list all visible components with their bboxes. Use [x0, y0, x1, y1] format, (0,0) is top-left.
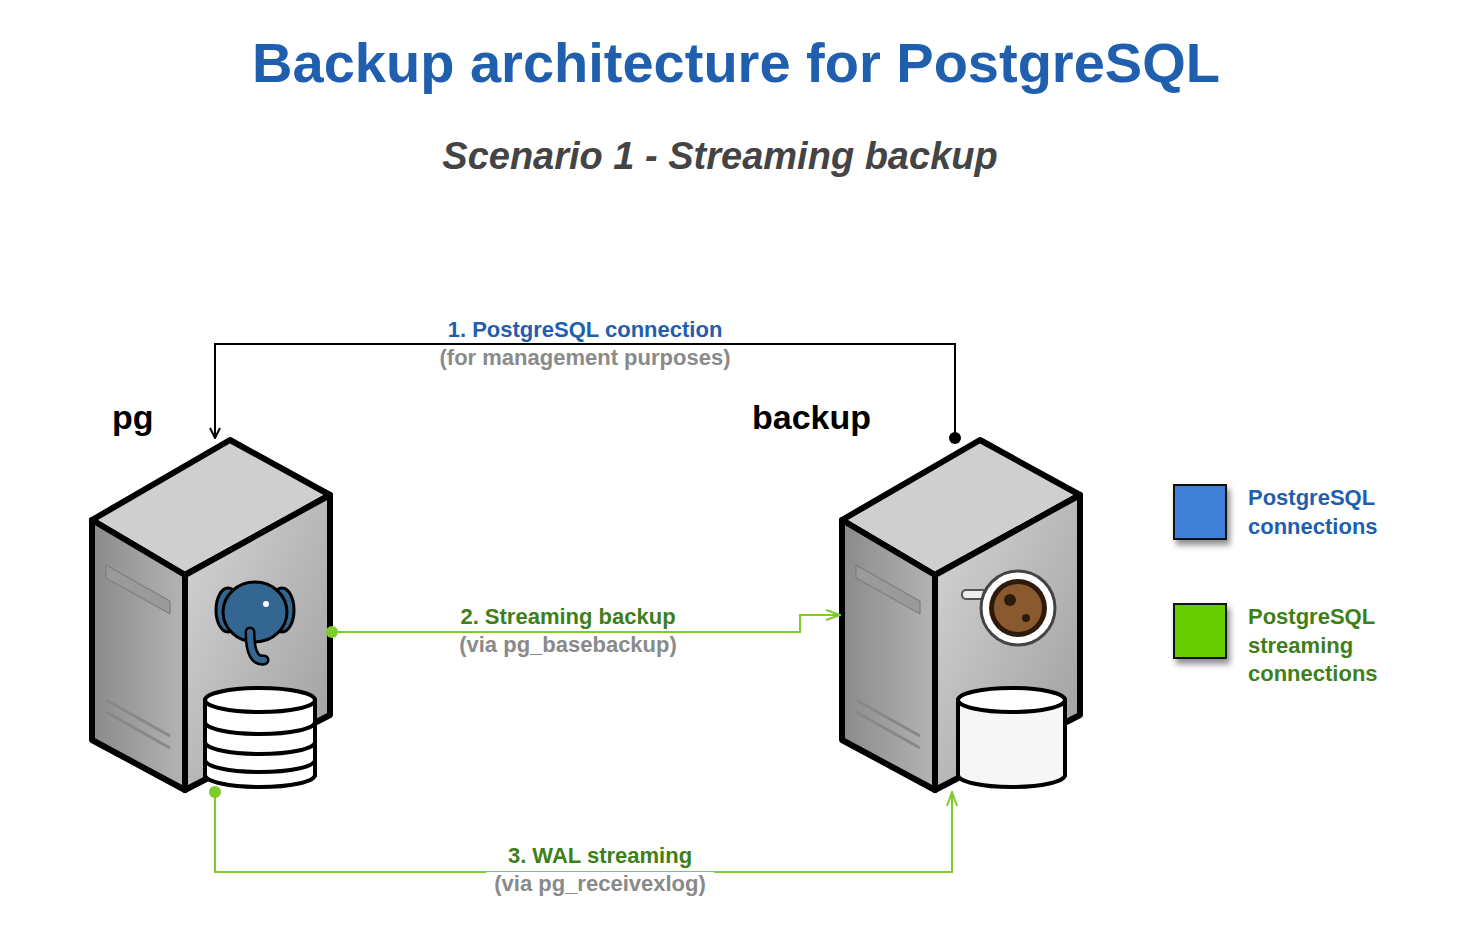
server-figure	[92, 440, 330, 790]
server-front	[92, 520, 185, 790]
server-side	[935, 495, 1080, 790]
server-node: pg	[90, 438, 332, 792]
edge-label: 2. Streaming backup	[452, 605, 683, 629]
server-figure	[842, 440, 1080, 790]
coffee-crema	[994, 584, 1042, 632]
title: Backup architecture for PostgreSQL	[0, 32, 1472, 94]
elephant-eye	[263, 601, 269, 607]
edge-note: (via pg_basebackup)	[451, 633, 685, 657]
coffee-cup	[981, 571, 1055, 645]
server-node: backup	[840, 438, 1082, 792]
db-top	[205, 688, 315, 712]
server-front	[842, 520, 935, 790]
server-name: backup	[752, 400, 871, 434]
connectors	[215, 344, 955, 872]
connector	[215, 344, 955, 438]
vent-line	[106, 712, 170, 748]
connector	[215, 792, 952, 872]
db-disc	[205, 760, 315, 772]
elephant-trunk	[250, 632, 264, 660]
server-side	[185, 495, 330, 790]
legend-swatch	[1173, 484, 1227, 540]
edge-label: 3. WAL streaming	[500, 844, 700, 868]
legend-text: PostgreSQL connections	[1248, 484, 1408, 541]
server-name: pg	[112, 400, 154, 434]
db-disc	[205, 742, 315, 754]
edge-note: (for management purposes)	[432, 346, 739, 370]
vent-line	[856, 712, 920, 748]
db-disc	[205, 722, 315, 734]
coffee	[989, 579, 1047, 637]
edge-label: 1. PostgreSQL connection	[440, 318, 731, 342]
edge-note: (via pg_receivexlog)	[486, 872, 714, 896]
legend-text: PostgreSQL streaming connections	[1248, 603, 1408, 689]
elephant-trunk	[250, 632, 264, 660]
legend-swatch	[1173, 603, 1227, 659]
drive-slot	[856, 565, 920, 614]
drive-slot	[106, 565, 170, 614]
storage-top	[958, 688, 1065, 712]
subtitle: Scenario 1 - Streaming backup	[442, 136, 997, 178]
coffee-bubble	[1004, 594, 1016, 606]
coffee-bubble	[1022, 614, 1030, 622]
